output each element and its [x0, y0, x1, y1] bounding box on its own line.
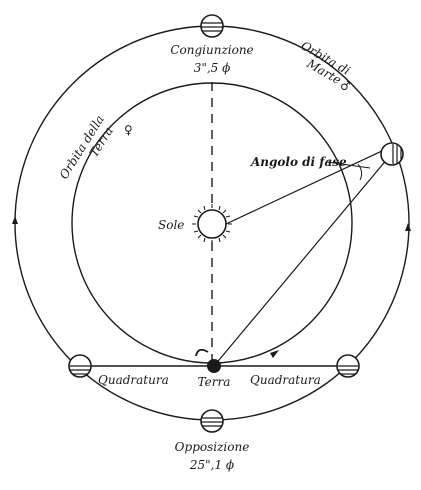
- label-opposizione-diameter: 25",1 ϕ: [189, 458, 234, 472]
- earth-symbol: ♀: [124, 123, 133, 137]
- sun-mars-line: [225, 149, 385, 225]
- label-opposizione: Opposizione: [175, 440, 250, 454]
- orbit-arrow-left: [12, 216, 18, 224]
- sun-icon: [192, 204, 232, 244]
- label-quadratura-right: Quadratura: [250, 373, 321, 387]
- mars-phase-icon: [380, 142, 404, 166]
- label-terra: Terra: [198, 375, 231, 389]
- label-sole: Sole: [158, 218, 184, 232]
- label-quadratura-left: Quadratura: [98, 373, 169, 387]
- mars-quadrature-right-icon: [336, 354, 360, 378]
- earth-mars-line: [213, 157, 389, 367]
- mars-opposition-icon: [200, 409, 224, 433]
- phase-angle-arc: [357, 163, 363, 181]
- mars-quadrature-left-icon: [68, 354, 92, 378]
- earth-orbit-arrow: [270, 350, 279, 358]
- mars-symbol: ♂: [340, 79, 351, 93]
- mars-conjunction-icon: [200, 14, 224, 38]
- label-angolo-di-fase: Angolo di fase: [250, 155, 347, 169]
- label-congiunzione: Congiunzione: [170, 43, 253, 57]
- earth-rotation-arrow: [195, 348, 209, 357]
- phase-angle-leader: [326, 161, 371, 169]
- earth-icon: [207, 359, 221, 373]
- label-congiunzione-diameter: 3",5 ϕ: [194, 61, 231, 75]
- orbit-arrow-right: [405, 223, 411, 231]
